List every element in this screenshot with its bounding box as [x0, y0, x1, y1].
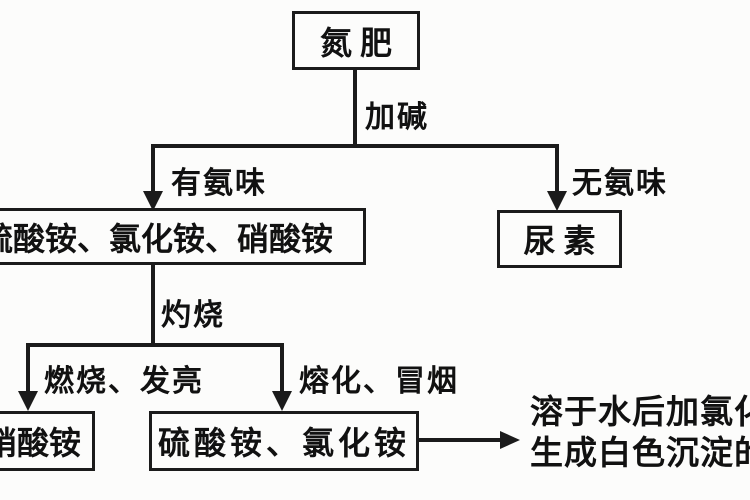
node-sulfate-chloride: 硫酸铵、氯化铵: [149, 411, 419, 471]
edge-label-has-ammonia-smell: 有氨味: [171, 167, 267, 200]
edge-calcine-stem: [151, 264, 155, 347]
node-ammonium-nitrate-label: 硝酸铵: [0, 425, 82, 461]
edge-melts-drop: [280, 343, 284, 393]
edge-label-calcine: 灼烧: [161, 299, 225, 332]
arrow-down-icon: [18, 391, 38, 411]
arrow-down-icon: [547, 191, 567, 211]
edge-branch1-bar: [151, 144, 559, 148]
edge-burns-drop: [26, 343, 30, 393]
arrow-right-icon: [500, 431, 520, 449]
result-note-line1: 溶于水后加氯化: [530, 395, 750, 431]
edge-left-drop: [151, 144, 155, 194]
edge-label-no-ammonia-smell: 无氨味: [572, 167, 668, 200]
result-note-line2: 生成白色沉淀的: [530, 436, 750, 472]
edge-label-burns-glows: 燃烧、发亮: [44, 365, 204, 398]
edge-right-drop: [555, 144, 559, 194]
edge-root-stem: [353, 68, 357, 148]
node-urea: 尿 素: [497, 210, 622, 268]
node-nitrogen-fertilizer: 氮 肥: [292, 11, 420, 70]
node-ammonium-salts-label: 硫酸铵、氯化铵、硝酸铵: [0, 220, 334, 257]
arrow-down-icon: [272, 391, 292, 411]
edge-label-add-alkali: 加碱: [365, 101, 429, 134]
node-urea-label: 尿 素: [523, 223, 596, 259]
arrow-down-icon: [143, 191, 163, 211]
node-ammonium-salts: 硫酸铵、氯化铵、硝酸铵: [0, 208, 366, 265]
edge-label-melts-smokes: 熔化、冒烟: [299, 365, 459, 398]
edge-branch2-bar: [26, 343, 284, 347]
node-ammonium-nitrate: 硝酸铵: [0, 411, 95, 471]
node-sulfate-chloride-label: 硫酸铵、氯化铵: [157, 425, 410, 461]
result-note: 溶于水后加氯化 生成白色沉淀的: [530, 393, 750, 475]
node-nitrogen-fertilizer-label: 氮 肥: [319, 24, 392, 61]
edge-result-line: [417, 438, 503, 442]
